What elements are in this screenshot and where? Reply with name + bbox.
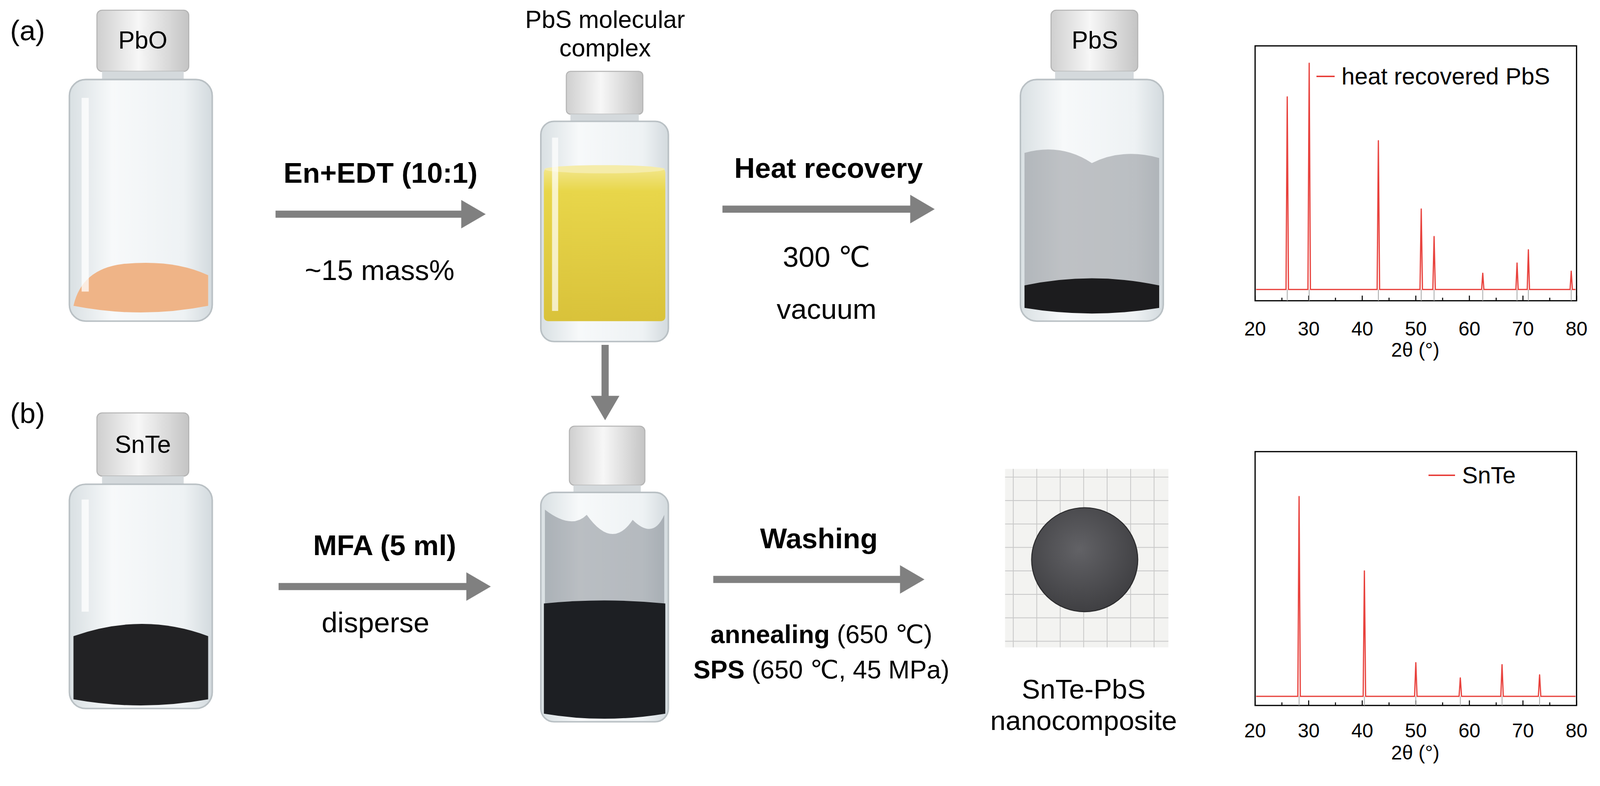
vial	[541, 426, 669, 722]
glass-highlight	[551, 137, 558, 312]
process-arrow	[275, 200, 486, 229]
xrd-pattern	[1256, 496, 1576, 697]
vial-photo: PbO	[56, 4, 276, 327]
grid-paper	[1004, 469, 1169, 648]
axis-label: 70	[1512, 318, 1535, 340]
vial-photo: PbS	[934, 4, 1170, 327]
vial-label: PbS molecular complex	[511, 5, 699, 63]
legend-sample-line	[1428, 474, 1456, 477]
condition-text: (650 ℃)	[836, 620, 933, 649]
legend-sample	[1316, 71, 1335, 82]
vial-cap	[569, 426, 646, 486]
xrd-chart	[1255, 451, 1577, 706]
vial-label: PbS	[1020, 26, 1170, 56]
axis-label: 70	[1512, 720, 1535, 742]
arrow-label: Washing	[760, 522, 879, 556]
vial-glass	[69, 79, 213, 322]
meniscus	[544, 165, 665, 174]
arrow-label: En+EDT (10:1)	[283, 157, 478, 191]
legend-text: SnTe	[1461, 462, 1516, 489]
annotation: (b)	[10, 398, 46, 429]
annotation: disperse	[321, 607, 430, 638]
legend-sample	[1428, 470, 1456, 481]
axis-label: 60	[1458, 318, 1481, 340]
vial-photo: PbS molecular complex	[485, 5, 723, 345]
legend-text: heat recovered PbS	[1341, 63, 1550, 90]
glass-highlight	[81, 499, 89, 612]
vial	[69, 10, 213, 322]
pellet-photo	[1004, 469, 1169, 648]
vial-photo: SnTe	[56, 405, 279, 715]
vial-glass	[541, 492, 669, 722]
condition-text: (650 ℃, 45 MPa)	[751, 656, 950, 685]
axis-label: 30	[1297, 318, 1320, 340]
axis-label: 40	[1351, 318, 1374, 340]
chart-frame	[1255, 451, 1577, 706]
vial	[1020, 10, 1164, 322]
dark-dispersion	[543, 600, 666, 719]
dispersion-streaks	[544, 510, 665, 607]
reference-lines	[1299, 696, 1540, 706]
chart-legend: heat recovered PbS	[1316, 63, 1551, 90]
orange-powder	[73, 262, 209, 313]
chart-frame	[1255, 45, 1577, 301]
legend-sample-line	[1316, 75, 1335, 78]
pellet-disc	[1031, 507, 1138, 612]
vial-cap	[566, 71, 643, 115]
vial-glass	[69, 484, 213, 710]
process-arrow	[713, 565, 925, 594]
condition-text: SPS	[693, 656, 745, 685]
reference-lines	[1287, 289, 1572, 301]
annotation: vacuum	[776, 294, 877, 325]
axis-label: 80	[1565, 720, 1588, 742]
arrow-label: MFA (5 ml)	[313, 529, 457, 563]
vial-photo: SnTe-PbS nanocomposite	[924, 464, 1239, 761]
axis-label: 20	[1244, 720, 1267, 742]
black-powder	[1024, 278, 1160, 315]
annotation: ~15 mass%	[304, 255, 455, 286]
vial-glass	[541, 121, 669, 342]
black-powder	[73, 624, 209, 706]
annotation: 300 ℃	[782, 242, 871, 273]
vial	[541, 71, 669, 342]
grid-lines	[1004, 469, 1169, 648]
chart-legend: SnTe	[1428, 462, 1516, 489]
axis-label: 50	[1404, 318, 1428, 340]
axis-label: 20	[1244, 318, 1267, 340]
xrd-chart	[1255, 45, 1577, 301]
axis-label: 50	[1404, 720, 1428, 742]
axis-label: 2θ (°)	[1391, 339, 1440, 361]
process-arrow	[278, 572, 491, 601]
vial-glass	[1020, 79, 1164, 322]
glass-highlight	[81, 97, 89, 292]
vial-label: SnTe	[56, 430, 230, 460]
axis-label: 2θ (°)	[1391, 742, 1440, 764]
gray-residue	[1024, 149, 1160, 291]
vial-photo	[490, 420, 714, 727]
arrow-label: Heat recovery	[734, 151, 923, 185]
yellow-solution	[543, 168, 666, 321]
process-arrow	[722, 195, 935, 224]
axis-label: 80	[1565, 318, 1588, 340]
xrd-pattern	[1256, 63, 1576, 290]
vial-label: PbO	[56, 26, 230, 56]
condition-line: annealing(650 ℃)	[710, 620, 933, 649]
condition-text: annealing	[710, 620, 830, 649]
axis-label: 40	[1351, 720, 1374, 742]
condition-line: SPS(650 ℃, 45 MPa)	[693, 656, 950, 685]
vial-label: SnTe-PbS nanocomposite	[975, 673, 1192, 738]
process-arrow	[590, 344, 620, 421]
axis-label: 30	[1297, 720, 1320, 742]
axis-label: 60	[1458, 720, 1481, 742]
annotation: (a)	[10, 15, 46, 46]
